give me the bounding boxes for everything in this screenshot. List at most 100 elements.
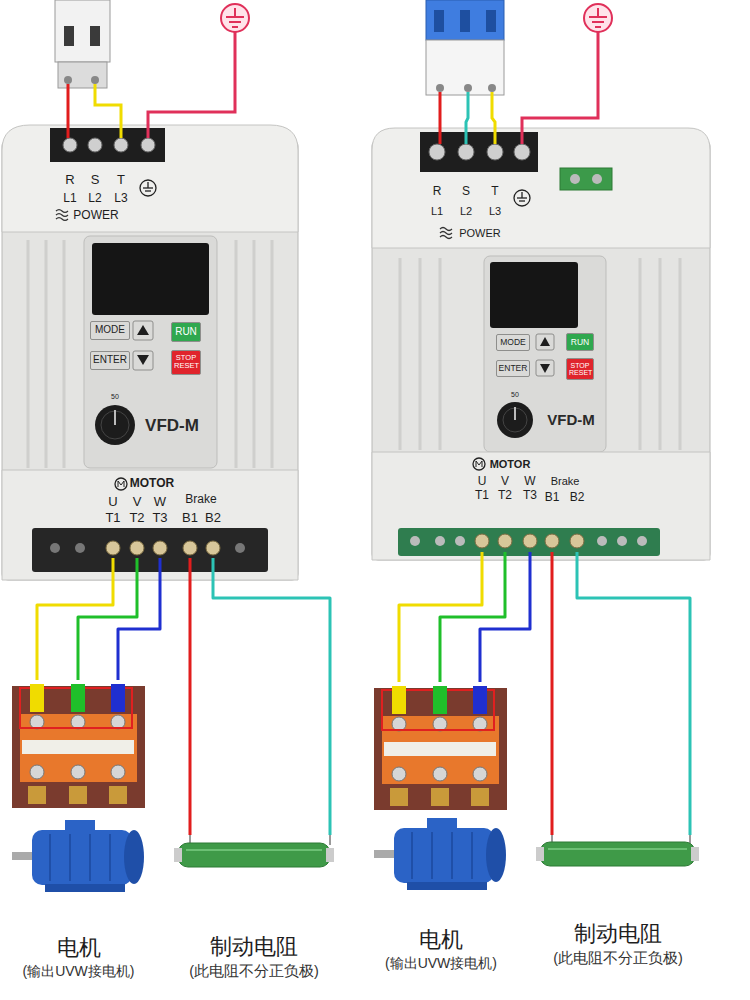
vfd-housing-drawing — [137, 355, 149, 365]
circuit-breaker — [426, 40, 504, 95]
circuit-breaker — [464, 84, 472, 92]
brake-resistor-group: 制动电阻(此电阻不分正负极) — [528, 835, 708, 967]
vfd-housing-drawing — [114, 410, 116, 425]
node-label: STOP RESET — [569, 362, 591, 377]
vfd-housing-drawing — [514, 407, 516, 420]
terminal-label: VT2 — [494, 474, 516, 552]
motor-terminal-box — [69, 786, 87, 804]
circuit-breaker — [55, 0, 110, 88]
motor-terminal-box — [433, 717, 447, 731]
resistor-symbol — [174, 835, 334, 867]
terminal-label: 50 — [111, 393, 119, 401]
stop-reset-button: STOP RESET — [171, 350, 201, 375]
vfd-housing-drawing — [56, 210, 68, 221]
wire — [78, 558, 137, 680]
part-title: 电机 — [419, 927, 463, 953]
resistor-symbol — [178, 843, 330, 867]
terminal-label: S — [462, 185, 470, 199]
motor-picture — [12, 820, 144, 892]
motor-terminal-box — [433, 686, 447, 714]
resistor-symbol — [326, 848, 334, 862]
terminal-label: T — [491, 185, 498, 199]
brake-resistor-group: 制动电阻(此电阻不分正负极) — [168, 835, 340, 980]
terminal-label: POWER — [73, 209, 118, 223]
motor-terminal-box — [109, 786, 127, 804]
circuit-breaker — [90, 26, 100, 46]
motor-picture — [411, 832, 413, 879]
terminal-label: T — [117, 173, 125, 188]
node-label: W — [154, 494, 166, 510]
wire — [37, 558, 113, 680]
motor-terminal-box — [111, 715, 125, 729]
terminal-label: L1 — [63, 192, 76, 206]
terminal-label: UT1 — [102, 494, 124, 558]
vfd-housing-drawing — [50, 543, 60, 553]
motor-terminal-box — [374, 686, 507, 810]
vfd-housing-drawing — [419, 258, 422, 450]
vfd-housing-drawing — [183, 541, 197, 555]
ground-symbol — [584, 4, 612, 32]
vfd-housing-drawing — [473, 458, 485, 470]
terminal-label: L3 — [114, 192, 127, 206]
node-label: W — [524, 474, 535, 488]
part-note: (输出UVW接电机) — [385, 955, 497, 972]
motor-terminal-box — [392, 717, 406, 731]
motor-picture — [486, 828, 506, 882]
vfd-housing-drawing — [545, 534, 559, 548]
terminal-label: Brake — [551, 475, 580, 488]
node-label: STOP RESET — [174, 354, 198, 370]
vfd-housing-drawing — [597, 536, 607, 546]
vfd-housing-drawing — [617, 536, 627, 546]
vfd-housing-drawing — [519, 200, 525, 201]
vfd-housing-drawing — [147, 182, 148, 188]
terminal-label: Brake — [185, 493, 216, 507]
motor-picture — [12, 852, 34, 860]
motor-picture — [109, 834, 111, 881]
ground-symbol — [229, 21, 241, 23]
vfd-housing-drawing — [45, 240, 48, 468]
node-label: T2 — [498, 488, 512, 502]
vfd-housing-drawing — [497, 402, 533, 438]
motor-terminal-box — [382, 716, 499, 784]
vfd-housing-drawing — [639, 258, 642, 450]
terminal-label: 50 — [511, 391, 519, 399]
vfd-housing-drawing — [503, 408, 527, 432]
vfd-housing-drawing — [475, 534, 489, 548]
run-button: RUN — [171, 322, 201, 342]
vfd-housing-drawing — [560, 168, 612, 190]
node-label: B1 — [182, 510, 198, 526]
mode-button: MODE — [90, 321, 130, 340]
node-label: U — [478, 474, 487, 488]
terminal-label: WT3 — [519, 474, 541, 552]
vfd-housing-drawing — [206, 541, 220, 555]
motor-picture — [89, 834, 91, 881]
resistor-symbol — [540, 842, 695, 866]
terminal-label: UT1 — [471, 474, 493, 552]
motor-picture — [374, 818, 506, 890]
motor-terminal-box — [22, 740, 134, 754]
vfd-housing-drawing — [88, 138, 102, 152]
vfd-housing-drawing — [2, 125, 298, 232]
resistor-symbol — [548, 848, 687, 850]
terminal-label: WT3 — [149, 494, 171, 558]
vfd-housing-drawing — [2, 125, 298, 580]
vfd-housing-drawing — [540, 337, 550, 346]
node-label: MODE — [95, 324, 125, 336]
ground-symbol — [232, 26, 238, 28]
run-button: RUN — [566, 333, 594, 351]
motor-terminal-box — [431, 788, 449, 806]
ground-symbol — [592, 21, 604, 23]
vfd-housing-drawing — [114, 138, 128, 152]
resistor-symbol — [186, 849, 322, 851]
terminal-label: VT2 — [126, 494, 148, 558]
wire — [440, 552, 505, 682]
node-label: T3 — [523, 488, 537, 502]
motor-terminal-box — [20, 714, 137, 782]
vfd-housing-drawing — [235, 240, 238, 468]
vfd-housing-drawing — [95, 405, 135, 445]
motor-terminal-box — [12, 684, 145, 808]
terminal-label: B1 — [179, 510, 201, 558]
motor-terminal-box — [111, 765, 125, 779]
power-wire — [439, 92, 442, 144]
